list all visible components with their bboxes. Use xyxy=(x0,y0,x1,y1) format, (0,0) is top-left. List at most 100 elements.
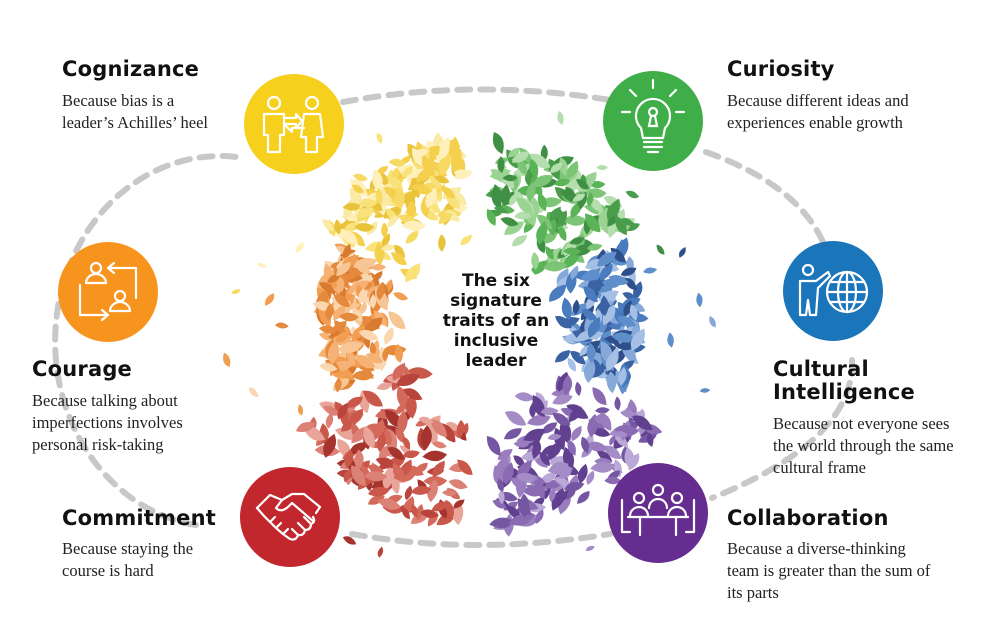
curiosity-mosaic-piece xyxy=(566,160,579,180)
cognizance-mosaic-piece xyxy=(402,165,414,178)
curiosity-mosaic-piece xyxy=(530,260,548,276)
curiosity-stray-piece xyxy=(625,190,640,199)
center-line: inclusive xyxy=(453,331,539,351)
courage-mosaic-piece xyxy=(327,339,339,365)
commitment-mosaic-piece xyxy=(392,462,405,483)
curiosity-mosaic-piece xyxy=(598,207,609,228)
curiosity-stray-piece xyxy=(656,244,665,255)
cognizance-mosaic-piece xyxy=(438,144,450,161)
cognizance-mosaic-piece xyxy=(401,220,427,232)
commitment-mosaic-piece xyxy=(396,385,409,410)
commitment-title: Commitment xyxy=(62,507,216,530)
courage-mosaic-piece xyxy=(333,304,346,321)
courage-mosaic-piece xyxy=(333,294,351,307)
cognizance-mosaic-piece xyxy=(387,215,398,228)
cultural-intelligence-mosaic-piece xyxy=(633,281,643,301)
cognizance-title-line: Cognizance xyxy=(62,57,200,81)
person-globe-icon xyxy=(798,263,869,317)
courage-mosaic-piece xyxy=(351,370,375,381)
commitment-mosaic-piece xyxy=(387,447,405,460)
collaboration-mosaic-piece xyxy=(575,381,582,397)
commitment-mosaic-piece xyxy=(366,464,385,474)
collaboration-mosaic-piece xyxy=(558,489,570,503)
commitment-mosaic-piece xyxy=(337,402,348,420)
commitment-description-line: course is hard xyxy=(62,561,154,580)
commitment-mosaic-piece xyxy=(344,449,354,469)
cultural-intelligence-stray-piece xyxy=(709,316,716,328)
curiosity-mosaic-piece xyxy=(493,206,508,214)
cognizance-mosaic-piece xyxy=(340,228,359,245)
cultural-intelligence-mosaic-piece xyxy=(630,328,645,351)
collaboration-mosaic-piece xyxy=(571,425,582,442)
collaboration-mosaic-piece xyxy=(489,517,515,529)
commitment-badge xyxy=(240,467,340,567)
curiosity-title-line: Curiosity xyxy=(727,57,835,81)
commitment-mosaic-piece xyxy=(442,489,457,497)
commitment-mosaic-piece xyxy=(376,382,393,390)
courage-description-line: imperfections involves xyxy=(32,413,183,432)
cognizance-mosaic-piece xyxy=(342,202,361,211)
cognizance-mosaic-piece xyxy=(405,263,421,283)
courage-mosaic-piece xyxy=(318,282,335,292)
curiosity-mosaic-piece xyxy=(562,215,588,226)
commitment-mosaic-piece xyxy=(411,503,418,518)
curiosity-mosaic-piece xyxy=(511,235,528,247)
commitment-mosaic-piece xyxy=(396,373,420,387)
cognizance-mosaic-piece xyxy=(412,149,429,157)
commitment-mosaic-piece xyxy=(335,427,359,440)
dashed-ring xyxy=(703,149,833,265)
collaboration-mosaic-piece xyxy=(604,476,622,485)
collaboration-badge xyxy=(608,463,708,563)
commitment-mosaic-piece xyxy=(432,460,445,478)
cultural-intelligence-mosaic-piece xyxy=(599,263,613,281)
collaboration-title-line: Collaboration xyxy=(727,506,889,530)
courage-description-line: Because talking about xyxy=(32,391,178,410)
curiosity-mosaic-piece xyxy=(492,184,501,205)
commitment-mosaic-piece xyxy=(368,486,390,497)
cognizance-mosaic-piece xyxy=(351,184,365,194)
curiosity-mosaic-piece xyxy=(550,162,564,173)
cognizance-mosaic-piece xyxy=(433,175,450,184)
commitment-mosaic-piece xyxy=(325,412,334,429)
commitment-mosaic-piece xyxy=(343,468,352,483)
courage-mosaic-piece xyxy=(370,264,387,271)
commitment-mosaic-piece xyxy=(392,362,406,381)
courage-badge xyxy=(58,242,158,342)
cognizance-mosaic-piece xyxy=(372,169,383,193)
collaboration-stray-piece xyxy=(609,435,616,446)
cultural-intelligence-stray-piece xyxy=(678,246,686,258)
curiosity-mosaic-piece xyxy=(539,232,558,244)
cognizance-mosaic-piece xyxy=(322,219,334,232)
cognizance-mosaic-piece xyxy=(416,167,433,183)
center-line: leader xyxy=(465,351,527,371)
cognizance-stray-piece xyxy=(376,132,383,144)
collaboration-mosaic-piece xyxy=(552,394,573,405)
cultural-intelligence-mosaic-piece xyxy=(623,299,633,317)
collaboration-mosaic-piece xyxy=(547,464,574,475)
curiosity-mosaic-piece xyxy=(507,147,521,158)
curiosity-description-line: Because different ideas and xyxy=(727,91,909,110)
commitment-mosaic-piece xyxy=(415,503,424,521)
courage-mosaic-piece xyxy=(354,354,376,369)
commitment-mosaic-piece xyxy=(354,449,364,471)
courage-mosaic-piece xyxy=(319,362,338,372)
curiosity-mosaic-piece xyxy=(543,261,568,272)
cultural-intelligence-mosaic-piece xyxy=(613,341,635,351)
cognizance-mosaic-piece xyxy=(394,186,405,210)
courage-mosaic-piece xyxy=(325,303,334,322)
commitment-description-line: Because staying the xyxy=(62,539,194,558)
cultural-intelligence-mosaic-piece xyxy=(599,295,609,317)
curiosity-mosaic-piece xyxy=(504,221,525,235)
cognizance-stray-piece xyxy=(231,289,241,294)
cultural-intelligence-mosaic-piece xyxy=(611,332,635,343)
cultural-intelligence-description-line: cultural frame xyxy=(773,458,866,477)
cultural-intelligence-stray-piece xyxy=(699,388,711,393)
commitment-mosaic-piece xyxy=(395,402,406,415)
cognizance-mosaic-piece xyxy=(425,187,437,209)
collaboration-mosaic-piece xyxy=(497,478,504,493)
collaboration-description-line: Because a diverse-thinking xyxy=(727,539,906,558)
courage-title-line: Courage xyxy=(32,357,132,381)
cognizance-mosaic-piece xyxy=(375,187,383,205)
cultural-intelligence-mosaic-piece xyxy=(581,309,598,321)
